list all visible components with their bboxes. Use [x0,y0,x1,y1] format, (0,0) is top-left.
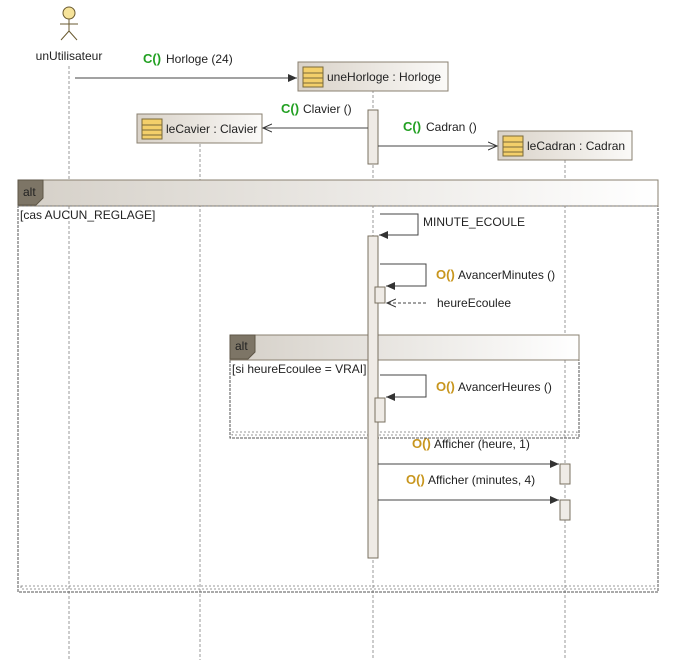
create-stereotype: C() [281,101,299,116]
activation-horloge-init [367,109,379,165]
message-label: Afficher (heure, 1) [434,437,530,451]
create-stereotype: C() [403,119,421,134]
message-label: MINUTE_ECOULE [423,215,525,229]
fragment-inner[interactable]: alt [si heureEcoulee = VRAI] [229,334,580,439]
message-label: Cadran () [426,120,477,134]
message-create-clavier[interactable]: C() Clavier () [263,101,368,128]
activation-avancer-minutes [374,286,386,304]
message-label: AvancerMinutes () [458,268,555,282]
operation-stereotype: O() [436,267,455,282]
message-heure-ecoulee[interactable]: heureEcoulee [387,296,511,310]
activation-horloge-main [367,235,379,559]
fragment-outer[interactable]: alt [cas AUCUN_REGLAGE] [17,179,659,593]
operation-stereotype: O() [436,379,455,394]
operation-stereotype: O() [406,472,425,487]
message-label: Clavier () [303,102,352,116]
lifeline-label-cadran: leCadran : Cadran [527,139,625,153]
message-create-horloge[interactable]: C() Horloge (24) [75,51,297,82]
activation-cadran-2 [559,499,571,521]
create-stereotype: C() [143,51,161,66]
fragment-outer-guard: [cas AUCUN_REGLAGE] [20,208,155,222]
class-icon [141,118,163,140]
lifeline-label-clavier: leCavier : Clavier [166,122,257,136]
lifeline-head-cadran[interactable]: leCadran : Cadran [497,130,633,161]
lifeline-label-horloge: uneHorloge : Horloge [327,70,441,84]
message-afficher-minutes[interactable]: O() Afficher (minutes, 4) [378,472,559,504]
message-create-cadran[interactable]: C() Cadran () [378,119,497,146]
message-label: Afficher (minutes, 4) [428,473,535,487]
activation-avancer-heures [374,397,386,423]
fragment-inner-guard: [si heureEcoulee = VRAI] [232,362,366,376]
message-avancer-heures[interactable]: O() AvancerHeures () [380,374,552,401]
message-label: heureEcoulee [437,296,511,310]
message-afficher-heure[interactable]: O() Afficher (heure, 1) [378,436,559,468]
class-icon [502,135,524,157]
operation-stereotype: O() [412,436,431,451]
message-minute-ecoule[interactable]: MINUTE_ECOULE [379,213,525,239]
lifeline-head-horloge[interactable]: uneHorloge : Horloge [297,61,449,92]
fragment-inner-keyword: alt [235,339,248,353]
class-icon [302,66,324,88]
actor-icon [60,6,78,41]
actor-label: unUtilisateur [36,49,103,63]
activation-cadran-1 [559,463,571,485]
lifeline-head-clavier[interactable]: leCavier : Clavier [136,113,263,144]
message-label: AvancerHeures () [458,380,552,394]
message-avancer-minutes[interactable]: O() AvancerMinutes () [380,263,555,290]
fragment-outer-keyword: alt [23,185,36,199]
message-label: Horloge (24) [166,52,233,66]
